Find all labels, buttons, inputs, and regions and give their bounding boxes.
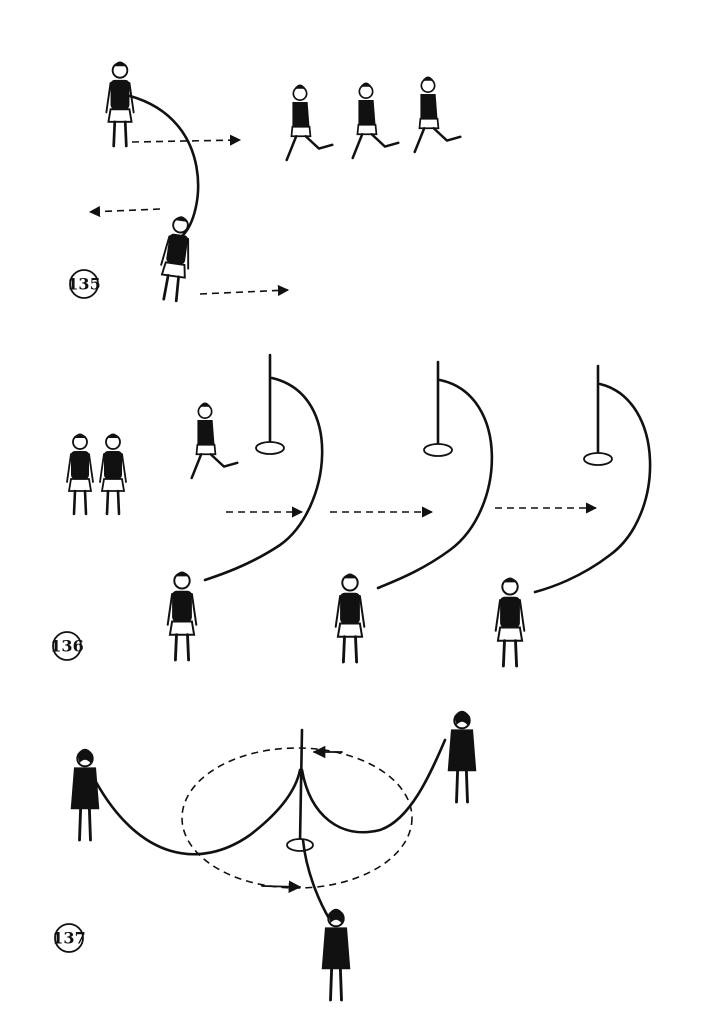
- arrow-bottom-137: [261, 880, 302, 893]
- figure-number-137: 137: [52, 929, 85, 948]
- runner-3-135: [413, 75, 462, 154]
- pole-base-2: [423, 443, 453, 457]
- rope-136-3: [533, 382, 652, 594]
- pole-base-3: [583, 452, 613, 466]
- waiting-boy-2: [98, 432, 128, 516]
- figure-number-136: 136: [50, 637, 83, 656]
- center-pole-137: [298, 728, 304, 844]
- rope-137-left: [94, 768, 302, 856]
- center-pole-base-137: [286, 838, 314, 852]
- figure-number-circle-136: [52, 631, 82, 661]
- rope-holder-136-3: [494, 576, 526, 668]
- figure-137: 137: [52, 709, 478, 1002]
- figure-number-circle-135: [69, 269, 99, 299]
- waiting-boy-1: [65, 432, 95, 516]
- arrow-right-135-lower: [199, 284, 290, 297]
- figure-number-circle-137: [54, 923, 84, 953]
- girl-bottom-137: [320, 907, 352, 1002]
- rope-137-bottom: [301, 838, 332, 922]
- rope-holder-136-2: [334, 572, 366, 664]
- figure-number-135: 135: [67, 275, 100, 294]
- rope-136-2: [376, 378, 494, 590]
- rope-136-1: [203, 376, 324, 582]
- arrow-left-135: [88, 205, 161, 218]
- rope-holder-136-1: [166, 570, 198, 662]
- circular-path-137: [181, 747, 413, 889]
- rope-135: [128, 94, 200, 238]
- girl-left-137: [69, 747, 101, 842]
- arrow-right-135-upper: [131, 134, 242, 146]
- rope-holder-top: [104, 60, 136, 148]
- runner-1-135: [285, 83, 334, 162]
- pole-base-1: [255, 441, 285, 455]
- girl-right-137: [446, 709, 478, 804]
- runner-136: [190, 401, 239, 480]
- rope-137-right: [300, 738, 447, 834]
- figure-135: 135: [67, 60, 462, 304]
- figure-136: 136: [50, 353, 652, 668]
- runner-2-135: [351, 81, 400, 160]
